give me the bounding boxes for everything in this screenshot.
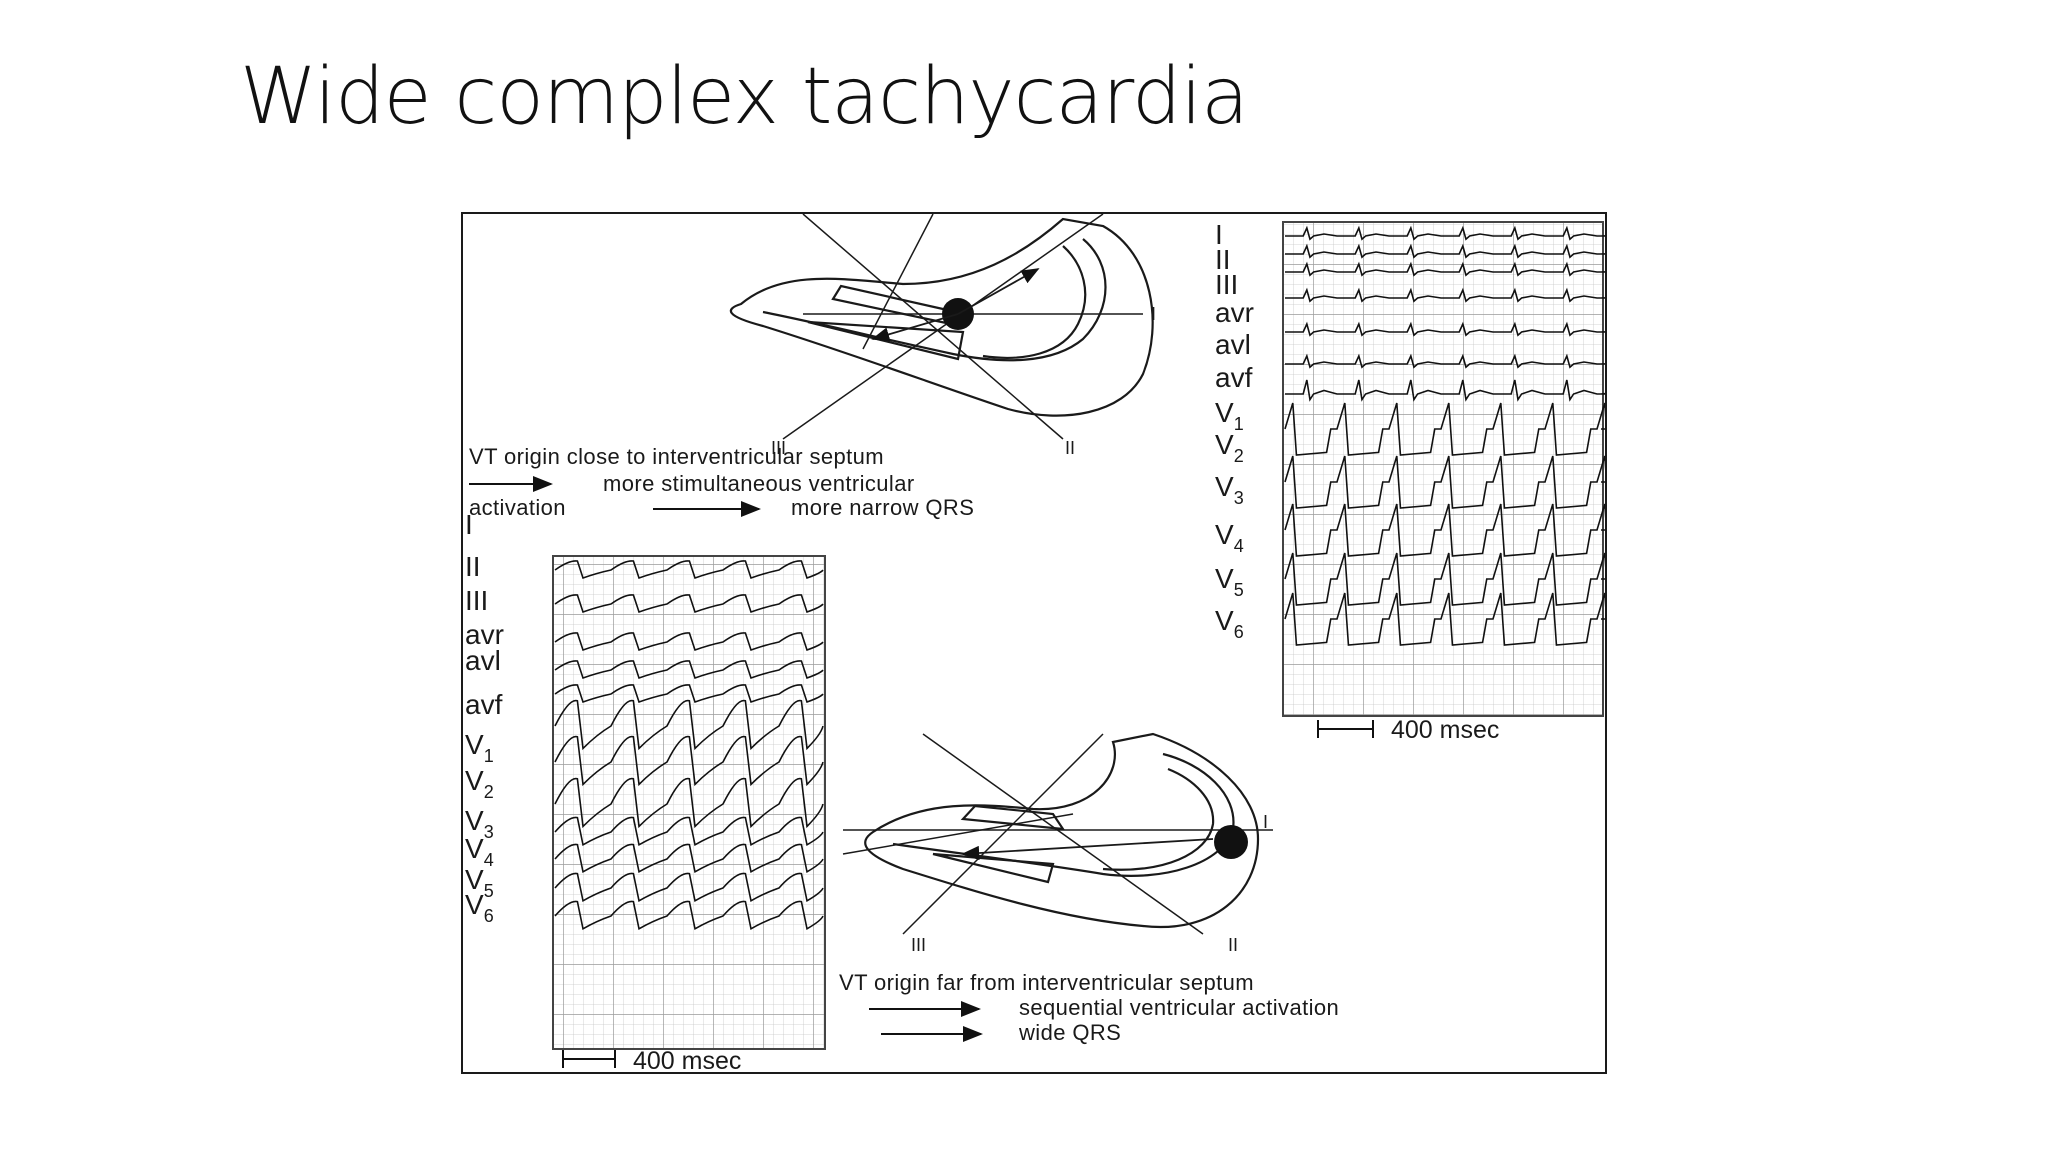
ecg-left-lead-label-11: V5 (465, 864, 494, 901)
ecg-left-trace-11 (554, 872, 824, 903)
bottom-caption-line1: VT origin far from interventricular sept… (839, 970, 1254, 995)
ecg-left-trace-2 (554, 594, 824, 614)
ecg-left-lead-label-1: I (465, 509, 473, 540)
ecg-left-lead-label-10: V4 (465, 833, 494, 870)
ecg-left-lead-label-2: II (465, 551, 481, 582)
ventricle-outline-bottom (864, 732, 1260, 929)
vt-origin-bottom-marker (1214, 825, 1248, 859)
ecg-right-trace-4 (1285, 287, 1605, 303)
ecg-right-lead-label-10: V4 (1215, 519, 1244, 556)
ecg-strip-left (552, 555, 826, 1050)
ecg-right-lead-label-11: V5 (1215, 563, 1244, 600)
scale-bar-left (562, 1050, 616, 1068)
ecg-left-trace-12 (554, 900, 824, 931)
ecg-right-trace-1 (1285, 225, 1605, 241)
bottom-caption-line2: sequential ventricular activation (1019, 995, 1339, 1020)
ecg-left-lead-label-8: V2 (465, 765, 494, 802)
axis-label-I-top: I (1151, 304, 1156, 324)
ecg-right-lead-label-4: avr (1215, 297, 1254, 328)
axis-label-II-top: II (1065, 438, 1075, 458)
ecg-right-trace-12 (1284, 592, 1605, 646)
ecg-left-lead-label-4: avr (465, 619, 504, 650)
ecg-left-lead-label-12: V6 (465, 889, 494, 926)
top-caption-line2: more stimultaneous ventricular (603, 471, 915, 496)
ecg-left-trace-4 (554, 660, 824, 680)
ecg-strip-right (1282, 221, 1605, 717)
ecg-right-lead-label-9: V3 (1215, 471, 1244, 508)
ecg-left-trace-9 (554, 816, 824, 847)
ecg-right-lead-label-7: V1 (1215, 397, 1244, 434)
ecg-left-trace-6 (554, 699, 824, 751)
ecg-right-trace-7 (1285, 379, 1605, 402)
scale-bar-right (1317, 720, 1374, 738)
top-caption-line1: VT origin close to interventricular sept… (469, 444, 884, 469)
figure-canvas: I III II VT origin close to interventric… (465, 214, 1605, 1072)
ecg-right-lead-label-12: V6 (1215, 605, 1244, 642)
bottom-caption-line3: wide QRS (1018, 1020, 1121, 1045)
axis-lines-bottom (842, 733, 1273, 935)
top-caption-line3: activation (469, 495, 566, 520)
ecg-right-lead-label-2: II (1215, 244, 1231, 275)
ecg-right-trace-3 (1285, 261, 1605, 277)
ecg-right-lead-label-5: avl (1215, 329, 1251, 360)
ecg-left-lead-label-6: avf (465, 689, 503, 720)
ecg-left-lead-label-7: V1 (465, 729, 494, 766)
ecg-right-trace-11 (1284, 552, 1605, 606)
axis-label-II-bottom: II (1228, 935, 1238, 955)
ecg-left-trace-5 (554, 684, 824, 704)
ecg-right-lead-label-8: V2 (1215, 429, 1244, 466)
heart-diagram-top (729, 214, 1154, 440)
slide-title: Wide complex tachycardia (240, 52, 1249, 142)
scale-label-left: 400 msec (633, 1047, 741, 1072)
scale-label-right: 400 msec (1391, 716, 1499, 744)
ecg-left-lead-label-3: III (465, 585, 488, 616)
ecg-left-lead-label-5: avl (465, 645, 501, 676)
ecg-left-trace-3 (554, 632, 824, 652)
axis-label-III-top: III (771, 438, 786, 458)
ecg-left-trace-8 (554, 777, 824, 829)
axis-label-III-bottom: III (911, 935, 926, 955)
ecg-left-trace-1 (554, 560, 824, 580)
ecg-right-lead-label-1: I (1215, 219, 1223, 250)
top-caption-line4: more narrow QRS (791, 495, 974, 520)
ecg-right-trace-2 (1285, 243, 1605, 259)
ecg-left-lead-label-9: V3 (465, 805, 494, 842)
ecg-right-lead-label-6: avf (1215, 362, 1253, 393)
ecg-right-trace-6 (1285, 353, 1605, 369)
axis-label-I-bottom: I (1263, 812, 1268, 832)
ecg-right-trace-8 (1284, 402, 1605, 456)
heart-diagram-bottom (842, 732, 1273, 935)
ecg-right-trace-9 (1284, 455, 1605, 509)
ecg-right-lead-label-3: III (1215, 269, 1238, 300)
ventricle-outline-top (729, 217, 1154, 417)
ecg-right-trace-10 (1284, 503, 1605, 557)
ecg-left-trace-7 (554, 735, 824, 787)
ecg-figure: I III II VT origin close to interventric… (461, 212, 1607, 1074)
ecg-left-trace-10 (554, 843, 824, 874)
ecg-right-trace-5 (1285, 321, 1605, 337)
